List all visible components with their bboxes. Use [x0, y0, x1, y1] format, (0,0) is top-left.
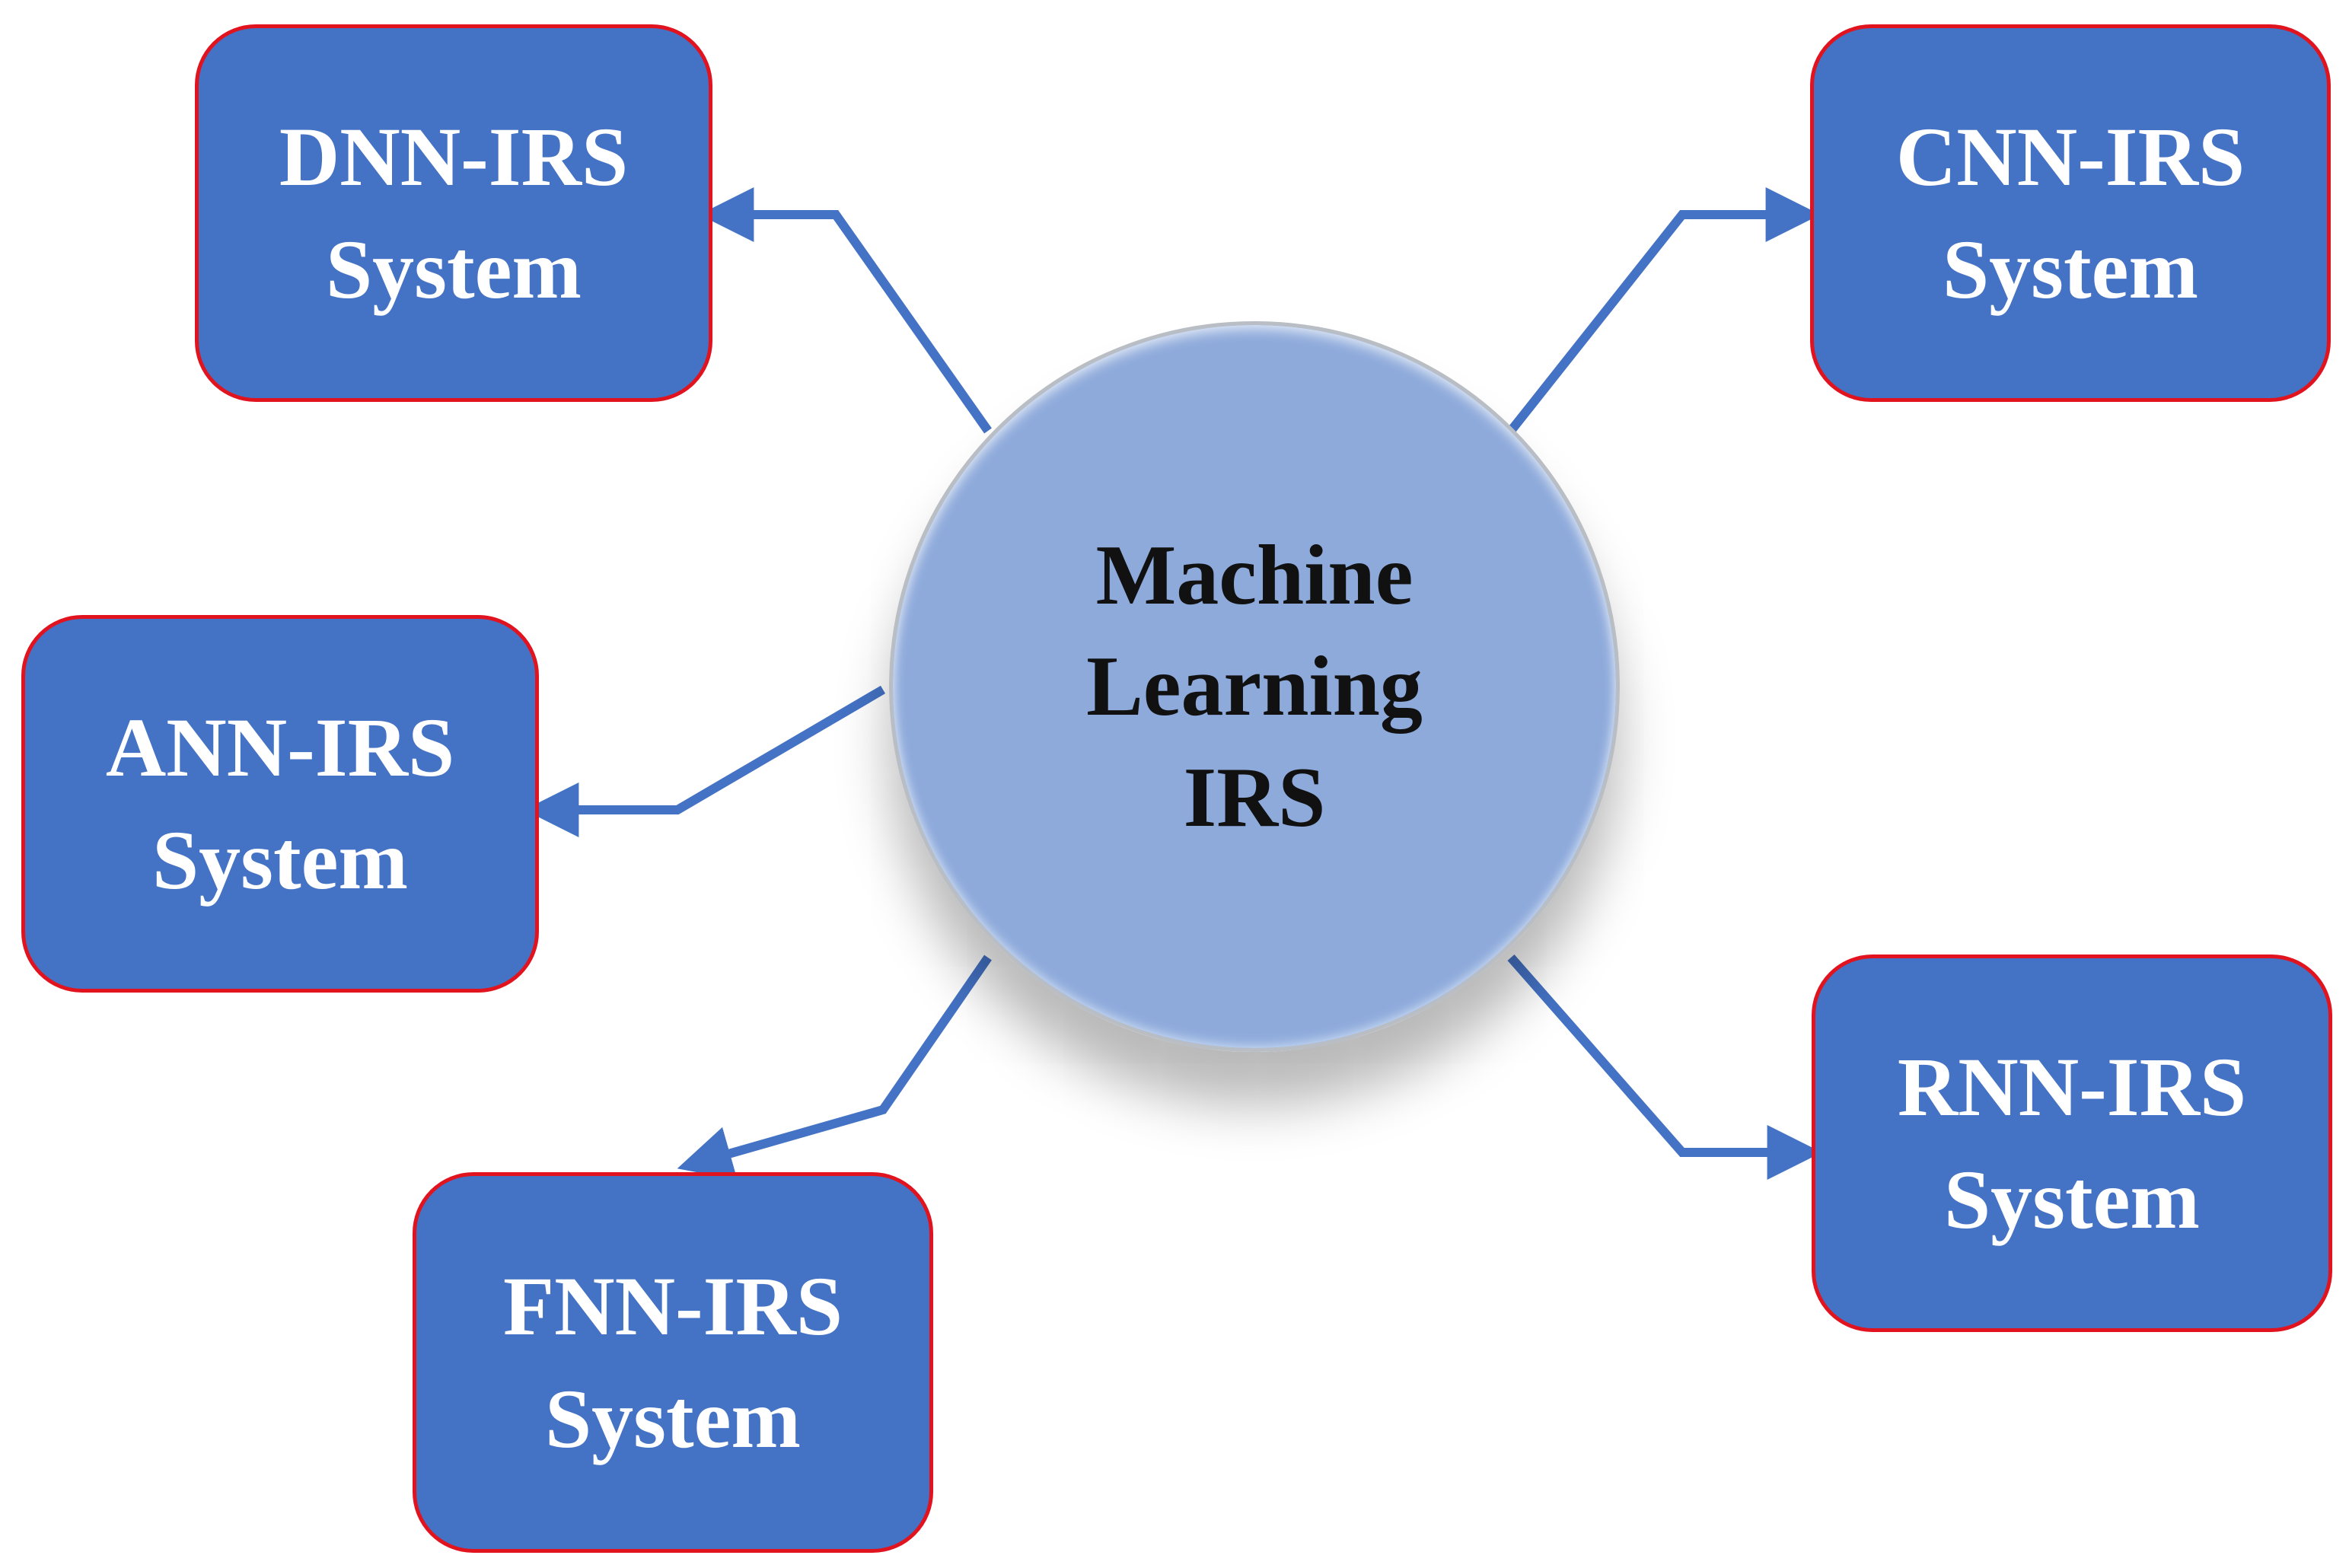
- node-rnn-irs-system: RNN-IRS System: [1812, 955, 2332, 1332]
- node-rnn-subtitle: System: [1943, 1153, 2201, 1246]
- node-ann-subtitle: System: [151, 814, 409, 907]
- connector-to-cnn: [1507, 187, 1821, 434]
- center-label-line-2: Learning: [1086, 639, 1423, 734]
- node-fnn-irs-system: FNN-IRS System: [413, 1172, 933, 1553]
- node-dnn-title: DNN-IRS: [279, 110, 629, 203]
- connector-to-dnn: [699, 187, 992, 434]
- connector-to-ann: [524, 685, 886, 837]
- node-cnn-irs-system: CNN-IRS System: [1810, 24, 2331, 402]
- node-rnn-title: RNN-IRS: [1897, 1041, 2247, 1133]
- node-dnn-irs-system: DNN-IRS System: [195, 24, 712, 402]
- center-label-line-1: Machine: [1095, 528, 1414, 623]
- connector-to-fnn: [677, 955, 992, 1181]
- center-node-machine-learning-irs: Machine Learning IRS: [889, 321, 1620, 1052]
- node-fnn-title: FNN-IRS: [502, 1260, 843, 1353]
- connector-to-rnn: [1507, 955, 1822, 1180]
- center-label-line-3: IRS: [1183, 751, 1326, 845]
- node-dnn-subtitle: System: [325, 223, 582, 316]
- node-ann-irs-system: ANN-IRS System: [21, 615, 539, 993]
- node-ann-title: ANN-IRS: [105, 701, 455, 794]
- node-fnn-subtitle: System: [544, 1372, 802, 1465]
- node-cnn-title: CNN-IRS: [1895, 110, 2245, 203]
- node-cnn-subtitle: System: [1942, 223, 2199, 316]
